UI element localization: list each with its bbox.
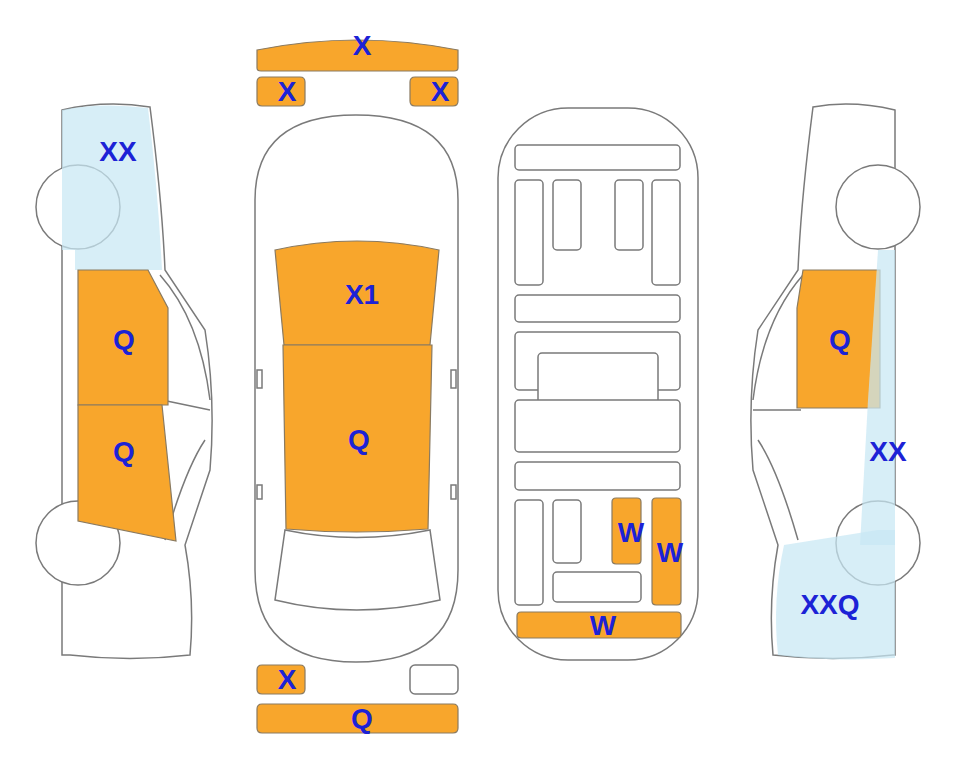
- damage-panel: X: [257, 665, 305, 694]
- panel-fill: [78, 270, 168, 405]
- damage-panel: W: [652, 498, 681, 605]
- top-handle: [257, 485, 262, 499]
- top-mirror: [257, 370, 262, 388]
- under-part: [652, 180, 680, 285]
- damage-code: XXQ: [800, 591, 859, 619]
- damage-code: W: [657, 539, 683, 567]
- under-part: [515, 145, 680, 170]
- under-body: [498, 108, 698, 660]
- damage-panel: W: [517, 612, 681, 638]
- damage-panel: XX: [850, 250, 918, 545]
- panel-fill: [257, 665, 305, 694]
- damage-code: Q: [113, 326, 135, 354]
- top-mirror: [451, 370, 456, 388]
- damage-code: XX: [869, 438, 906, 466]
- damage-code: Q: [829, 326, 851, 354]
- damage-code: X: [353, 32, 372, 60]
- panel-fill: [62, 105, 162, 270]
- panel-shape: [60, 105, 162, 272]
- panel-fill: [78, 405, 176, 541]
- panel-fill: [860, 250, 895, 545]
- damage-code: X: [278, 78, 297, 106]
- damage-code: Q: [348, 426, 370, 454]
- top-rear-glass: [275, 530, 440, 610]
- panel-fill: [275, 241, 439, 345]
- damage-panel: XXQ: [770, 530, 897, 662]
- damage-panel: X: [257, 77, 305, 106]
- under-part: [553, 500, 581, 563]
- damage-panel: X: [257, 38, 458, 72]
- damage-panel: X1: [272, 238, 442, 347]
- panel-shape: [76, 403, 180, 543]
- top-handle: [451, 485, 456, 499]
- damage-code: XX: [99, 138, 136, 166]
- damage-code: W: [618, 519, 644, 547]
- damage-panel: X: [410, 77, 458, 106]
- right-wheel: [836, 165, 920, 249]
- damage-code: X: [278, 666, 297, 694]
- damage-code: X1: [345, 281, 379, 309]
- damage-code: Q: [351, 705, 373, 733]
- damage-code: X: [431, 78, 450, 106]
- damage-panel: Q: [281, 343, 432, 535]
- panel-fill: [257, 704, 458, 733]
- damage-panel: W: [612, 498, 641, 564]
- panel-fill: [797, 270, 880, 408]
- panel-shape: [850, 250, 918, 545]
- under-part: [515, 500, 543, 605]
- damage-panel: Q: [76, 403, 180, 543]
- panel-fill: [257, 77, 305, 106]
- right-glass: [753, 275, 803, 540]
- under-part: [615, 180, 643, 250]
- under-part: [515, 400, 680, 452]
- under-part: [515, 295, 680, 322]
- under-part: [515, 462, 680, 490]
- damage-code: W: [590, 612, 616, 640]
- under-part: [553, 572, 641, 602]
- under-part: [553, 180, 581, 250]
- damage-code: Q: [113, 438, 135, 466]
- damage-panel: Q: [257, 704, 458, 733]
- damage-panel: Q: [76, 268, 170, 407]
- under-part: [515, 180, 543, 285]
- top-body: [255, 115, 458, 662]
- panel-fill: [410, 77, 458, 106]
- damage-panel: XX: [60, 105, 162, 272]
- panel-fill: [283, 345, 432, 532]
- panel-fill: [776, 530, 895, 659]
- rear-corner: [410, 665, 458, 694]
